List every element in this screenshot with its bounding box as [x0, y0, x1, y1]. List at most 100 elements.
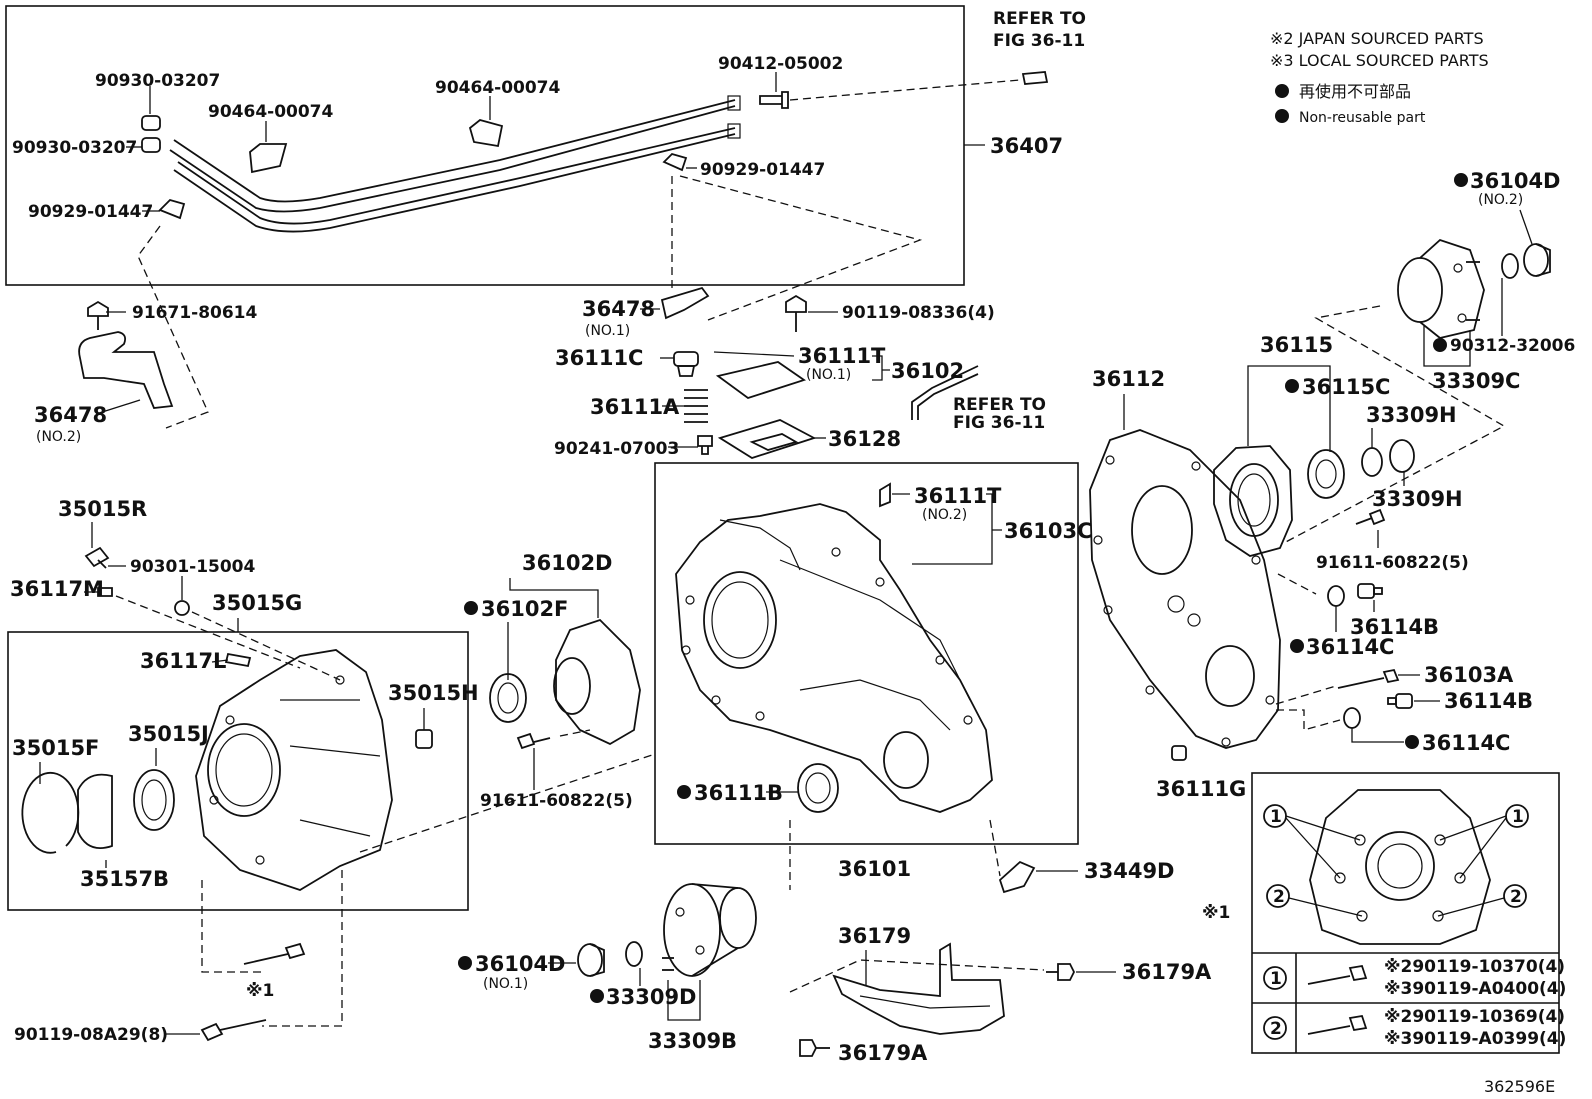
- callout-1-text: 1: [1270, 969, 1282, 989]
- bolt-icon: [785, 294, 807, 332]
- gasket-washer-icon: [174, 600, 190, 616]
- label-33449D: 33449D: [1084, 859, 1175, 883]
- label-36104D-no2: 36104D: [1470, 169, 1561, 193]
- plug-icon: [1171, 745, 1187, 761]
- label-33309H-a: 33309H: [1366, 403, 1457, 427]
- bolt-icon: [200, 1019, 267, 1042]
- hose-clip-icon: [141, 91, 789, 220]
- label-90464-00074-b: 90464-00074: [435, 78, 561, 98]
- companion-flange-icon: [662, 883, 757, 977]
- frame-tube-assembly: [5, 5, 965, 286]
- label-33309B: 33309B: [648, 1029, 737, 1053]
- plug-icon: [697, 435, 713, 455]
- label-35015G: 35015G: [212, 591, 302, 615]
- label-90119-08A29: 90119-08A29(8): [14, 1025, 168, 1045]
- gasket-icon: [717, 419, 817, 459]
- label-36114C-b: 36114C: [1422, 731, 1510, 755]
- nonreusable-dot-icon: [464, 601, 478, 615]
- label-36111T-no2: 36111T: [914, 484, 1002, 508]
- callout-2-text: 2: [1270, 1019, 1282, 1039]
- ref-mid-line1: REFER TO: [953, 395, 1046, 415]
- note-nonreusable-en: Non-reusable part: [1299, 110, 1426, 126]
- cover-plate-icon: [715, 361, 807, 399]
- washer-icon: [625, 941, 643, 967]
- label-90929-01447-b: 90929-01447: [28, 202, 153, 222]
- housing-rear-view-icon: [1309, 789, 1491, 945]
- nut-icon: [577, 943, 605, 977]
- label-91611-60822-b: 91611-60822(5): [1316, 553, 1469, 573]
- label-36111B: 36111B: [694, 781, 783, 805]
- label-36111G: 36111G: [1156, 777, 1246, 801]
- nonreusable-dot-icon: [1275, 84, 1289, 98]
- breather-pipe-icon: [911, 365, 979, 420]
- label-90241-07003: 90241-07003: [554, 439, 679, 459]
- label-x1-a: ※1: [246, 981, 274, 1001]
- label-36478-no2-sub: (NO.2): [36, 429, 81, 445]
- label-36112: 36112: [1092, 367, 1165, 391]
- bracket-icon: [998, 860, 1036, 894]
- ref-top-line1: REFER TO: [993, 9, 1086, 29]
- plug-icon: [1387, 693, 1413, 709]
- label-x1-b: ※1: [1202, 903, 1230, 923]
- bolt-icon: [84, 546, 110, 569]
- nonreusable-dot-icon: [1433, 338, 1447, 352]
- washer-icon: [1501, 253, 1519, 279]
- frame-transfer-case: [654, 462, 1079, 845]
- plug-icon: [1357, 583, 1383, 599]
- note-local-sourced: ※3 LOCAL SOURCED PARTS: [1270, 51, 1489, 70]
- oil-seal-icon: [133, 769, 175, 831]
- callout-1-text: 1: [1512, 807, 1524, 827]
- skid-plate-icon: [832, 942, 1005, 1035]
- label-36104D-no1: 36104D: [475, 952, 566, 976]
- label-35015R: 35015R: [58, 497, 147, 521]
- nonreusable-dot-icon: [1275, 109, 1289, 123]
- label-35015H: 35015H: [388, 681, 479, 705]
- figure-id: 362596E: [1484, 1077, 1555, 1096]
- label-36128: 36128: [828, 427, 901, 451]
- plug-icon: [879, 482, 891, 508]
- bolt-table-1b: ※390119-A0400(4): [1384, 979, 1566, 999]
- front-retainer-icon: [1213, 445, 1293, 557]
- label-36111C: 36111C: [555, 346, 643, 370]
- label-33309D: 33309D: [606, 985, 697, 1009]
- dust-deflector-icon: [77, 773, 113, 850]
- bolt-icon: [1307, 964, 1368, 985]
- callout-2-icon: [1503, 884, 1527, 908]
- label-36114B-a: 36114B: [1350, 615, 1439, 639]
- label-36115C: 36115C: [1302, 375, 1390, 399]
- bolt-table-2b: ※390119-A0399(4): [1384, 1029, 1566, 1049]
- callout-1-icon: [1263, 966, 1287, 990]
- washer-icon: [1361, 447, 1383, 477]
- callout-1-text: 1: [1270, 807, 1282, 827]
- label-90301-15004: 90301-15004: [130, 557, 256, 577]
- nonreusable-dot-icon: [590, 989, 604, 1003]
- bolt-icon: [1355, 508, 1386, 526]
- rear-retainer-icon: [553, 618, 641, 746]
- washer-icon: [1343, 707, 1361, 729]
- nonreusable-dot-icon: [1405, 735, 1419, 749]
- label-36111T-no2-sub: (NO.2): [922, 507, 967, 523]
- callout-2-text: 2: [1510, 887, 1522, 907]
- label-91611-60822-a: 91611-60822(5): [480, 791, 633, 811]
- label-90464-00074-a: 90464-00074: [208, 102, 334, 122]
- washer-icon: [1389, 439, 1415, 473]
- nonreusable-dot-icon: [677, 785, 691, 799]
- label-36179A-a: 36179A: [1122, 960, 1212, 984]
- nonreusable-dot-icon: [1285, 379, 1299, 393]
- oil-seal-icon: [1307, 449, 1345, 499]
- label-36179A-b: 36179A: [838, 1041, 928, 1065]
- extension-housing-icon: [195, 649, 393, 891]
- label-36102: 36102: [891, 359, 964, 383]
- label-35015J: 35015J: [128, 722, 209, 746]
- bolt-icon: [1307, 1014, 1368, 1035]
- nonreusable-dot-icon: [458, 956, 472, 970]
- bolt-table-2a: ※290119-10369(4): [1384, 1007, 1565, 1027]
- label-35015F: 35015F: [12, 736, 99, 760]
- label-36102F: 36102F: [481, 597, 568, 621]
- companion-flange-icon: [1397, 238, 1485, 339]
- label-36407: 36407: [990, 134, 1063, 158]
- bolt-icon: [1046, 963, 1076, 981]
- label-90119-08336: 90119-08336(4): [842, 303, 995, 323]
